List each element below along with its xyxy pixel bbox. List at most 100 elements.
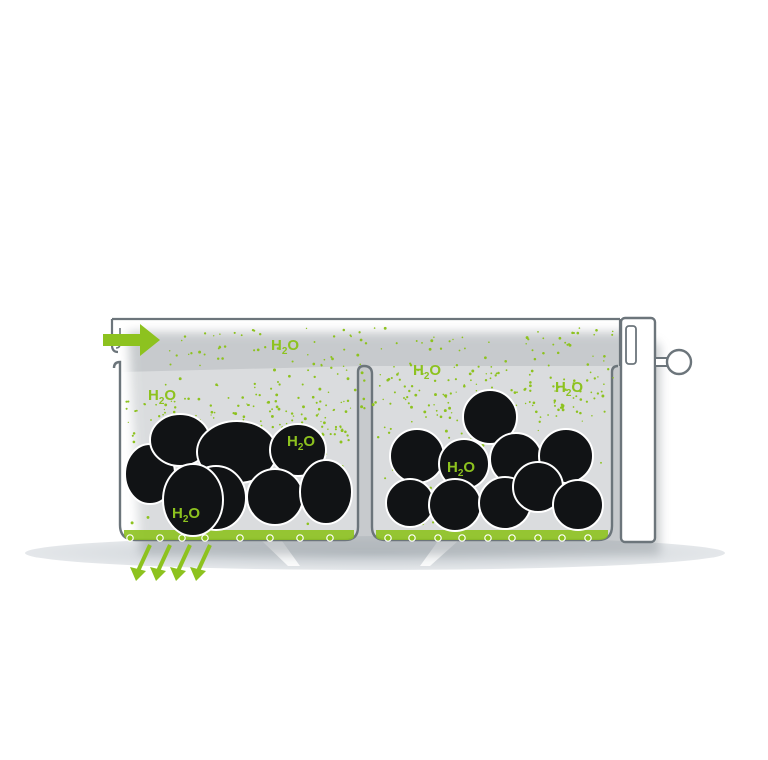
- moisture-dot: [408, 389, 411, 393]
- moisture-dot: [414, 393, 418, 397]
- moisture-dot: [317, 407, 321, 411]
- moisture-dot: [463, 384, 465, 386]
- moisture-dot: [525, 336, 529, 340]
- moisture-dot: [221, 357, 224, 360]
- moisture-dot: [270, 387, 273, 390]
- granule: [552, 479, 604, 531]
- drain-knob-icon: [654, 348, 693, 376]
- moisture-dot: [586, 379, 589, 382]
- moisture-dot: [591, 415, 593, 417]
- moisture-dot: [386, 378, 389, 382]
- moisture-dot: [212, 417, 215, 419]
- moisture-dot: [434, 393, 437, 397]
- moisture-dot: [163, 408, 166, 411]
- h2o-label: H2O: [271, 337, 299, 357]
- moisture-dot: [359, 338, 363, 342]
- granule: [385, 478, 435, 528]
- moisture-dot: [346, 434, 349, 437]
- moisture-dot: [554, 390, 556, 392]
- moisture-dot: [135, 409, 138, 412]
- moisture-dot: [561, 408, 565, 412]
- moisture-dot: [439, 415, 443, 419]
- moisture-dot: [209, 404, 212, 407]
- moisture-dot: [203, 353, 206, 356]
- moisture-dot: [259, 420, 262, 423]
- moisture-dot: [362, 397, 366, 401]
- moisture-dot: [360, 405, 364, 409]
- moisture-dot: [198, 350, 202, 354]
- moisture-dot: [127, 400, 130, 403]
- moisture-dot: [252, 405, 255, 408]
- moisture-dot: [531, 349, 534, 352]
- moisture-dot: [216, 357, 220, 360]
- moisture-dot: [321, 425, 324, 428]
- moisture-dot: [143, 403, 146, 405]
- moisture-dot: [378, 384, 381, 387]
- moisture-dot: [264, 346, 267, 349]
- moisture-dot: [435, 409, 438, 412]
- moisture-dot: [611, 333, 614, 336]
- moisture-dot: [603, 360, 605, 362]
- moisture-dot: [178, 377, 182, 381]
- moisture-dot: [563, 378, 566, 381]
- moisture-dot: [371, 403, 375, 407]
- moisture-dot: [346, 377, 350, 381]
- moisture-dot: [258, 393, 261, 397]
- moisture-dot: [342, 328, 346, 332]
- moisture-dot: [443, 409, 447, 413]
- moisture-dot: [219, 333, 221, 335]
- moisture-dot: [589, 371, 592, 374]
- moisture-dot: [150, 419, 152, 421]
- moisture-dot: [241, 396, 244, 399]
- moisture-dot: [253, 349, 256, 352]
- moisture-dot: [190, 352, 193, 355]
- moisture-dot: [463, 347, 466, 350]
- granule: [269, 423, 327, 477]
- moisture-dot: [380, 348, 383, 350]
- moisture-dot: [170, 400, 173, 403]
- moisture-dot: [291, 419, 294, 422]
- moisture-dot: [376, 435, 380, 439]
- drain-hole: [534, 534, 542, 542]
- moisture-dot: [529, 384, 532, 388]
- moisture-dot: [421, 342, 423, 344]
- moisture-dot: [382, 398, 384, 401]
- granule: [389, 428, 445, 484]
- moisture-dot: [593, 397, 596, 400]
- moisture-dot: [516, 391, 518, 394]
- moisture-dot: [406, 395, 409, 399]
- moisture-dot: [490, 386, 494, 389]
- moisture-dot: [564, 341, 567, 344]
- moisture-dot: [439, 347, 443, 350]
- moisture-dot: [403, 397, 405, 399]
- h2o-label: H2O: [413, 362, 441, 382]
- moisture-dot: [134, 410, 137, 413]
- moisture-dot: [415, 340, 418, 342]
- moisture-dot: [246, 403, 248, 405]
- moisture-dot: [334, 428, 337, 431]
- moisture-dot: [442, 393, 445, 396]
- moisture-dot: [297, 396, 300, 400]
- moisture-dot: [571, 331, 574, 335]
- moisture-dot: [409, 364, 413, 367]
- moisture-dot: [258, 332, 262, 336]
- moisture-dot: [407, 402, 410, 405]
- moisture-dot: [447, 401, 450, 404]
- moisture-dot: [396, 373, 399, 376]
- moisture-dot: [131, 434, 134, 437]
- moisture-dot: [218, 345, 221, 348]
- moisture-dot: [458, 349, 461, 352]
- moisture-dot: [547, 414, 549, 416]
- moisture-dot: [463, 384, 466, 388]
- moisture-dot: [311, 395, 315, 399]
- moisture-dot: [393, 365, 395, 368]
- moisture-dot: [384, 477, 387, 480]
- moisture-dot: [359, 363, 362, 366]
- moisture-dot: [363, 407, 366, 410]
- moisture-dot: [432, 521, 435, 524]
- moisture-dot: [324, 416, 327, 419]
- moisture-dot: [484, 378, 488, 382]
- moisture-dot: [271, 425, 274, 429]
- moisture-dot: [255, 393, 258, 396]
- granule: [162, 463, 224, 537]
